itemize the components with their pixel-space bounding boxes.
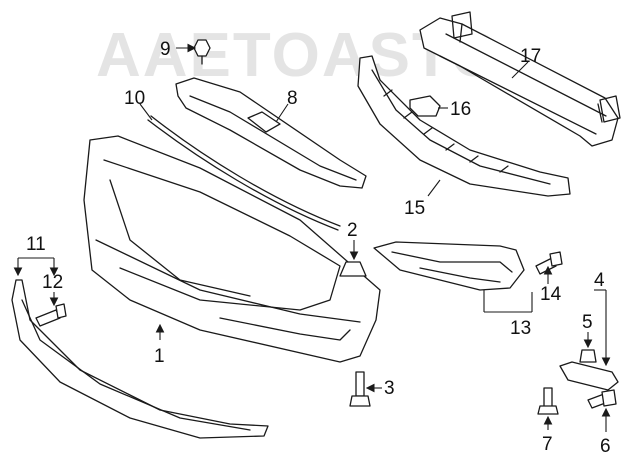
- part-13-lamp-bracket: [373, 241, 525, 291]
- callout-4: 4: [594, 270, 605, 291]
- part-7-screw: [537, 387, 559, 415]
- part-12-screw: [35, 303, 67, 327]
- callout-15: 15: [404, 198, 425, 219]
- callout-5: 5: [582, 312, 593, 333]
- callout-2: 2: [347, 220, 358, 241]
- part-2-clip-nut: [339, 261, 367, 277]
- callout-7: 7: [542, 434, 553, 455]
- callout-9: 9: [160, 39, 171, 60]
- callout-12: 12: [42, 272, 63, 293]
- callout-11: 11: [26, 234, 46, 255]
- callout-6: 6: [600, 436, 611, 457]
- part-15-energy-absorber: [357, 55, 571, 197]
- callout-17: 17: [520, 46, 541, 67]
- part-4-side-bracket: [559, 361, 619, 391]
- part-11-lower-lip: [11, 279, 269, 439]
- callout-1: 1: [154, 346, 165, 367]
- part-3-bolt: [349, 371, 371, 407]
- part-6-bolt: [587, 389, 617, 409]
- leader-17: [511, 61, 529, 79]
- callout-10: 10: [124, 88, 145, 109]
- leader-10: [139, 103, 153, 121]
- callout-3: 3: [384, 378, 395, 399]
- callout-13: 13: [510, 318, 531, 339]
- callout-16: 16: [450, 99, 471, 120]
- leader-8: [275, 103, 289, 123]
- part-5-clip: [579, 349, 597, 363]
- part-14-bolt: [535, 251, 563, 275]
- part-8-upper-cover: [175, 77, 367, 189]
- part-16-clip: [409, 95, 441, 117]
- part-10-molding-strip: [147, 115, 341, 231]
- part-17-reinforcement-beam: [419, 11, 621, 147]
- callout-8: 8: [287, 88, 298, 109]
- part-1-bumper-cover: [83, 135, 381, 363]
- leader-15: [427, 179, 441, 197]
- callout-14: 14: [540, 284, 562, 305]
